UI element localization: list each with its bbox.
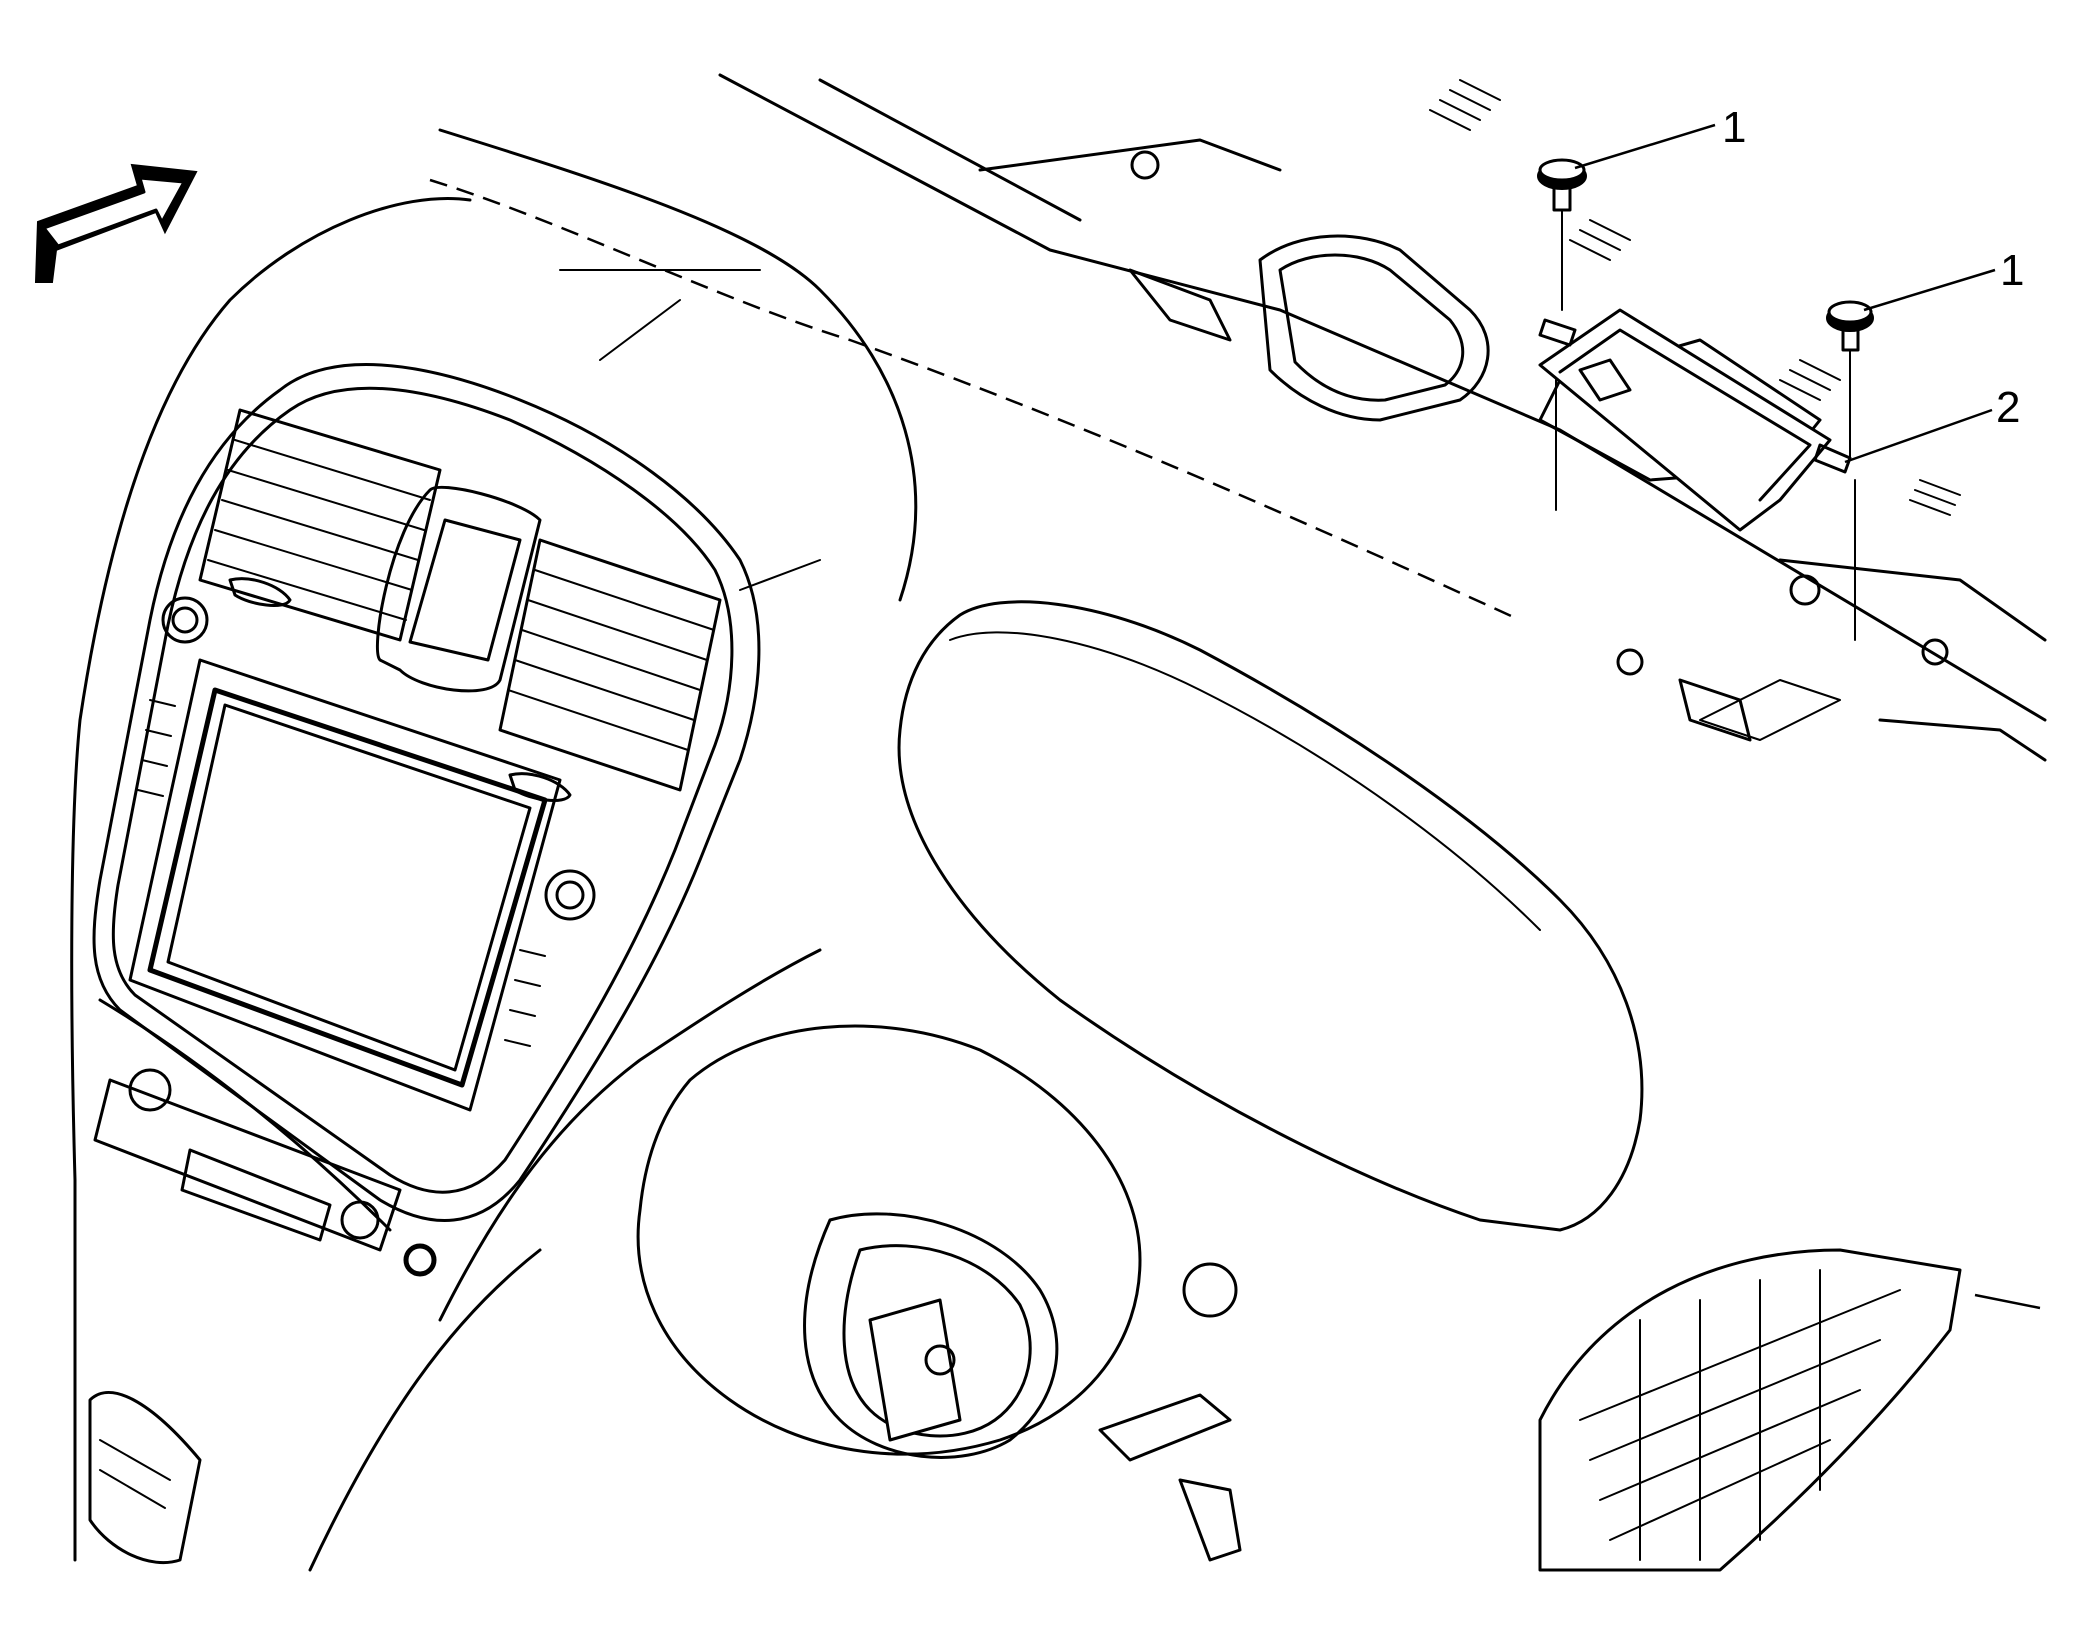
- center-stack-bezel: [92, 363, 761, 1222]
- callout-leaders: [1574, 123, 2041, 1310]
- callout-label-fastener-b: 1: [2000, 246, 2024, 295]
- callout-label-bracket: 2: [1996, 383, 2020, 432]
- information-display: [376, 485, 542, 693]
- front-arrow-icon: [34, 163, 198, 283]
- bracket: [1538, 308, 1852, 532]
- bolt-icon: [1826, 300, 1874, 641]
- bolt-icon: [1537, 158, 1587, 511]
- callout-label-fastener-a: 1: [1722, 103, 1746, 152]
- steering-column-cover: [636, 1024, 1242, 1562]
- center-air-vent-left: [198, 408, 442, 642]
- center-air-vent-right: [498, 538, 722, 792]
- passenger-air-vent: [1538, 1248, 1962, 1572]
- radio-unit: [128, 577, 596, 1112]
- lower-console: [88, 1068, 437, 1565]
- upper-dash-structure: [718, 73, 2047, 762]
- instrument-cluster-hood: [897, 600, 1644, 1232]
- instrument-panel-outline: [70, 128, 1521, 1572]
